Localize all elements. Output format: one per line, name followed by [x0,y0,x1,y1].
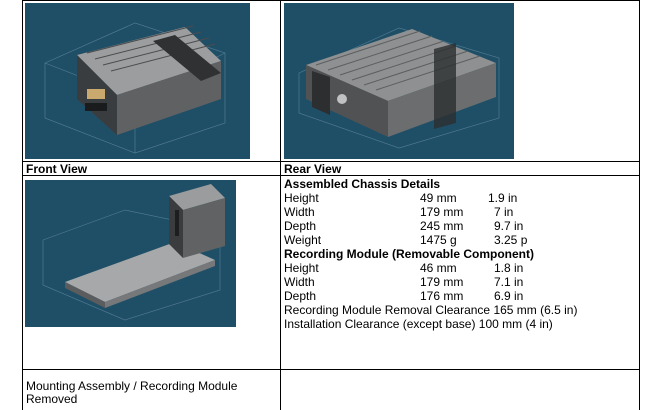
spec-imperial: 1.8 in [494,261,524,275]
spec-label: Depth [284,219,317,233]
spec-details: Assembled Chassis Details Height 49 mm 1… [284,176,638,368]
mounting-assembly-image [25,180,236,327]
spec-imperial: 7 in [494,205,514,219]
grid-line [22,0,640,1]
spec-imperial: 3.25 p [494,233,528,247]
assembled-title: Assembled Chassis Details [284,177,441,191]
spec-metric: 179 mm [420,275,464,289]
grid-line [639,0,640,410]
rear-view-caption: Rear View [284,162,342,176]
front-view-caption: Front View [26,162,88,176]
mounting-caption: Mounting Assembly / Recording Module Rem… [26,379,238,406]
spec-label: Weight [284,233,322,247]
spec-metric: 1475 g [420,233,457,247]
spec-imperial: 9.7 in [494,219,524,233]
grid-line [22,175,640,176]
spec-label: Width [284,205,315,219]
grid-line [280,0,281,410]
spec-label: Width [284,275,315,289]
spec-imperial: 7.1 in [494,275,524,289]
grid-line [22,369,640,370]
spec-label: Depth [284,289,317,303]
spec-metric: 176 mm [420,289,464,303]
spec-metric: 245 mm [420,219,464,233]
grid-line [22,161,640,162]
spec-imperial: 1.9 in [488,191,518,205]
spec-metric: 49 mm [420,191,457,205]
spec-metric: 179 mm [420,205,464,219]
removal-clearance: Recording Module Removal Clearance 165 m… [284,303,578,317]
module-title: Recording Module (Removable Component) [284,247,535,261]
front-view-image [25,3,250,159]
rear-view-image [284,3,514,159]
grid-line [22,0,23,410]
spec-label: Height [284,191,319,205]
spec-table: Front View Rear View Assembled Chassis D… [22,0,640,410]
installation-clearance: Installation Clearance (except base) 100… [284,317,553,331]
spec-label: Height [284,261,319,275]
spec-imperial: 6.9 in [494,289,524,303]
spec-metric: 46 mm [420,261,457,275]
